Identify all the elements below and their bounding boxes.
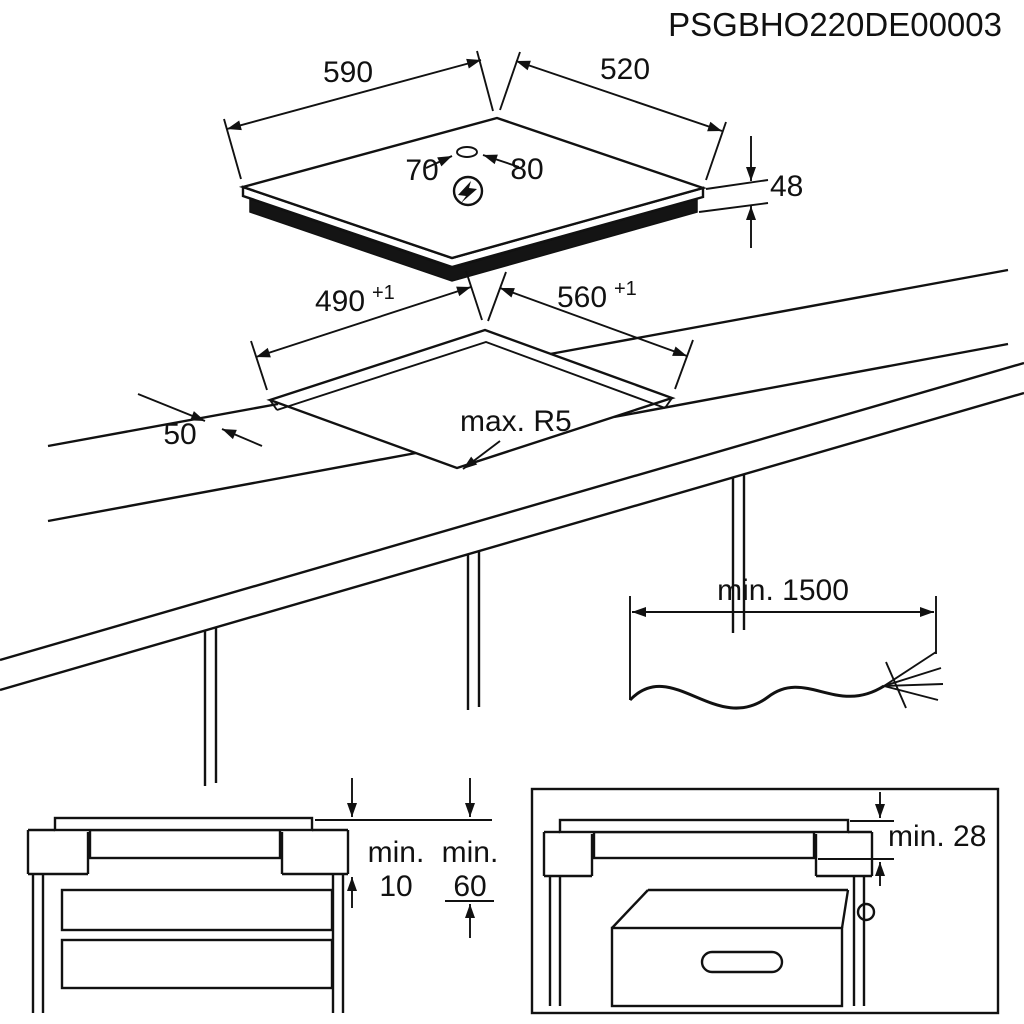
worktop-section-right	[542, 830, 874, 878]
hob-depth-label: 520	[600, 53, 650, 86]
oven-clearance-view: min. 28	[530, 787, 1000, 1015]
clearance-10-word: min.	[368, 836, 425, 869]
hob-depth-dimension: 520	[499, 51, 727, 181]
clearance-dimensions-left: min. 10 min. 60	[315, 778, 498, 938]
worktop-rear-edges	[47, 268, 1009, 523]
detail-box-border	[530, 787, 1000, 1015]
part-number-label: PSGBHO220DE00003	[668, 6, 1002, 43]
cutout-width-dimension: 560 +1	[487, 271, 694, 390]
hinge-detail	[856, 902, 876, 922]
cutout-inner-wall	[276, 340, 666, 411]
cutout-depth-label: 490	[315, 285, 365, 318]
cutout-depth-dimension: 490 +1	[250, 270, 483, 391]
oven-handle	[700, 950, 784, 974]
drawer-lower	[60, 938, 334, 990]
hob-thickness-label: 48	[770, 170, 803, 203]
electric-connection-icon	[452, 175, 484, 207]
drawer-upper	[60, 888, 334, 932]
hob-glass-side-right	[558, 818, 850, 834]
oven-gap-dimension: min. 28	[818, 792, 986, 886]
oven-front	[610, 926, 844, 1008]
worktop-section-left	[26, 828, 350, 876]
cable-length-label: min. 1500	[717, 574, 849, 607]
cutout-width-tolerance: +1	[614, 278, 637, 300]
hob-top-surface	[238, 116, 708, 260]
cable-hole	[456, 146, 478, 158]
built-in-oven	[610, 888, 876, 1008]
clearance-60-value: 60	[453, 870, 486, 903]
cable-length-detail: min. 1500	[628, 574, 944, 710]
clearance-10-value: 10	[379, 870, 412, 903]
hob-body-side	[88, 828, 282, 860]
hob-width-dimension: 590	[223, 50, 494, 180]
cabinet-panels-right	[548, 876, 866, 1006]
cabinet-panels	[203, 474, 746, 786]
hob-glass-side	[53, 816, 314, 832]
cable-hole-offset-dimensions: 70 80	[405, 153, 543, 187]
hob-body-side-right	[592, 830, 816, 860]
worktop-cutout	[266, 328, 676, 470]
worktop-front-edge	[0, 361, 1024, 692]
hole-offset-right-label: 80	[510, 153, 543, 186]
corner-radius-label: max. R5	[460, 405, 572, 438]
rear-clearance-label: 50	[163, 418, 196, 451]
clearance-60-word: min.	[442, 836, 499, 869]
hob-thickness-dimension: 48	[698, 136, 803, 248]
cabinet-side-panels	[31, 874, 345, 1013]
hob-isometric-view: 590 520 70 80 48	[223, 50, 803, 282]
cutout-depth-tolerance: +1	[372, 282, 395, 304]
corner-radius-dimension: max. R5	[460, 405, 572, 470]
power-cable	[628, 684, 885, 710]
hole-offset-left-label: 70	[405, 154, 438, 187]
rear-clearance-dimension: 50	[137, 393, 263, 451]
oven-gap-label: min. 28	[888, 820, 986, 853]
cutout-outline	[266, 328, 676, 470]
cutout-width-label: 560	[557, 281, 607, 314]
worktop-cutout-view: 490 +1 560 +1 50 max. R5	[0, 268, 1024, 786]
cabinet-clearance-view: min. 10 min. 60	[26, 778, 498, 1013]
hob-width-label: 590	[323, 56, 373, 89]
cable-wire-strands	[883, 651, 944, 701]
